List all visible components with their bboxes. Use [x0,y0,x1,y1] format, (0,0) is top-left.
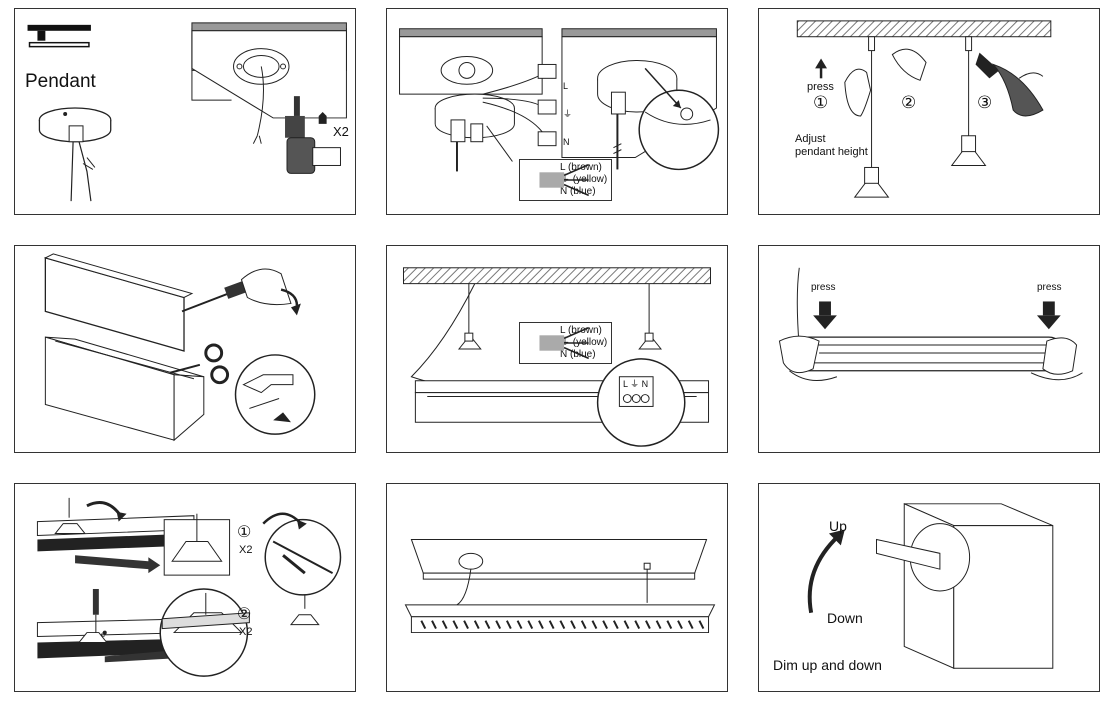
louvre-slot [645,620,651,630]
up-label: Up [829,518,847,534]
connector-N-label: N [563,137,570,147]
louvre-slot [516,620,523,630]
panel-5-illustration [402,267,712,447]
louvre-slot [570,620,576,630]
panel-7-attach-hangers: ① X2 ② X2 c [14,483,356,692]
wires-icon [539,163,590,197]
panel-2-wiring: L ⏚ N L (brown) ⏚ (yellow) N (blue) [386,8,728,215]
louvre-slot [677,620,683,630]
louvre-slot [580,620,587,630]
louvre-slot [591,620,598,630]
louvre-slot [495,620,502,630]
louvre-slot [559,620,566,630]
panel-6-illustration [778,267,1083,382]
louvre-slot [527,620,534,630]
press-label: press [807,81,834,93]
step-3-marker: ③ [977,93,993,112]
step-1-marker: ① [237,524,252,541]
step-1-marker: ① [813,93,829,112]
qty-2-label: X2 [239,626,253,638]
louvre-slot [473,620,480,630]
pendant-title: Pendant [25,71,96,92]
panel-9-illustration [807,503,1054,669]
louvre-slot [452,620,459,630]
panel-6-press-cover: press press [758,245,1100,453]
louvre-slot [634,620,641,630]
quantity-label: X2 [333,124,349,139]
louvre-slot [602,620,609,630]
panel-8-illustration [404,538,716,634]
press-left-label: press [811,282,836,293]
panel-1-illustration [27,22,347,202]
louvre-slot [687,620,694,630]
panel-4-illustration [43,253,316,442]
louvre-slot [505,620,512,630]
louvre-slot [420,620,427,630]
louvre-slot [698,620,705,630]
qty-1-label: X2 [239,544,253,556]
connector-earth-label: ⏚ [563,109,573,119]
press-right-label: press [1037,282,1062,293]
wires-icon [539,326,590,360]
wire-color-legend: L (brown) ⏚ (yellow) N (blue) [519,159,613,201]
panel-2-illustration [399,28,720,172]
louvre-slot [441,620,448,630]
louvre-slot [612,620,619,630]
panel-3-illustration [796,20,1052,198]
panel-4-open-profile [14,245,356,453]
louvre-slot [655,620,662,630]
connector-L-label: L [563,81,569,91]
step-2-marker: ② [237,606,252,623]
adjust-height-label: Adjust pendant height [795,133,868,158]
louvre-slot [548,620,555,630]
legend-blue: N (blue) [560,186,596,197]
down-label: Down [827,610,863,626]
louvre-slots [420,620,705,630]
panel-1-pendant-mount: Pendant X2 [14,8,356,215]
dim-caption: Dim up and down [773,657,882,673]
louvre-slot [538,620,544,630]
panel-5-connect-fixture: L (brown) ⏚ (yellow) N (blue) L ⏚ N [386,245,728,453]
legend-blue: N (blue) [560,349,596,360]
step-2-marker: ② [901,93,917,112]
wire-color-legend-2: L (brown) ⏚ (yellow) N (blue) [519,322,613,364]
panel-3-adjust-height: press ① ② ③ Adjust pendant height [758,8,1100,215]
panel-8-installed-fixture [386,483,728,692]
louvre-slot [431,620,437,630]
louvre-slot [623,620,630,630]
clip-label: c [101,630,105,639]
louvre-slot [484,620,491,630]
panel-7-illustration [36,497,342,677]
terminal-labels: L ⏚ N [623,379,649,389]
panel-9-dimmer: Up Down Dim up and down [758,483,1100,692]
louvre-slot [463,620,469,630]
louvre-slot [666,620,673,630]
